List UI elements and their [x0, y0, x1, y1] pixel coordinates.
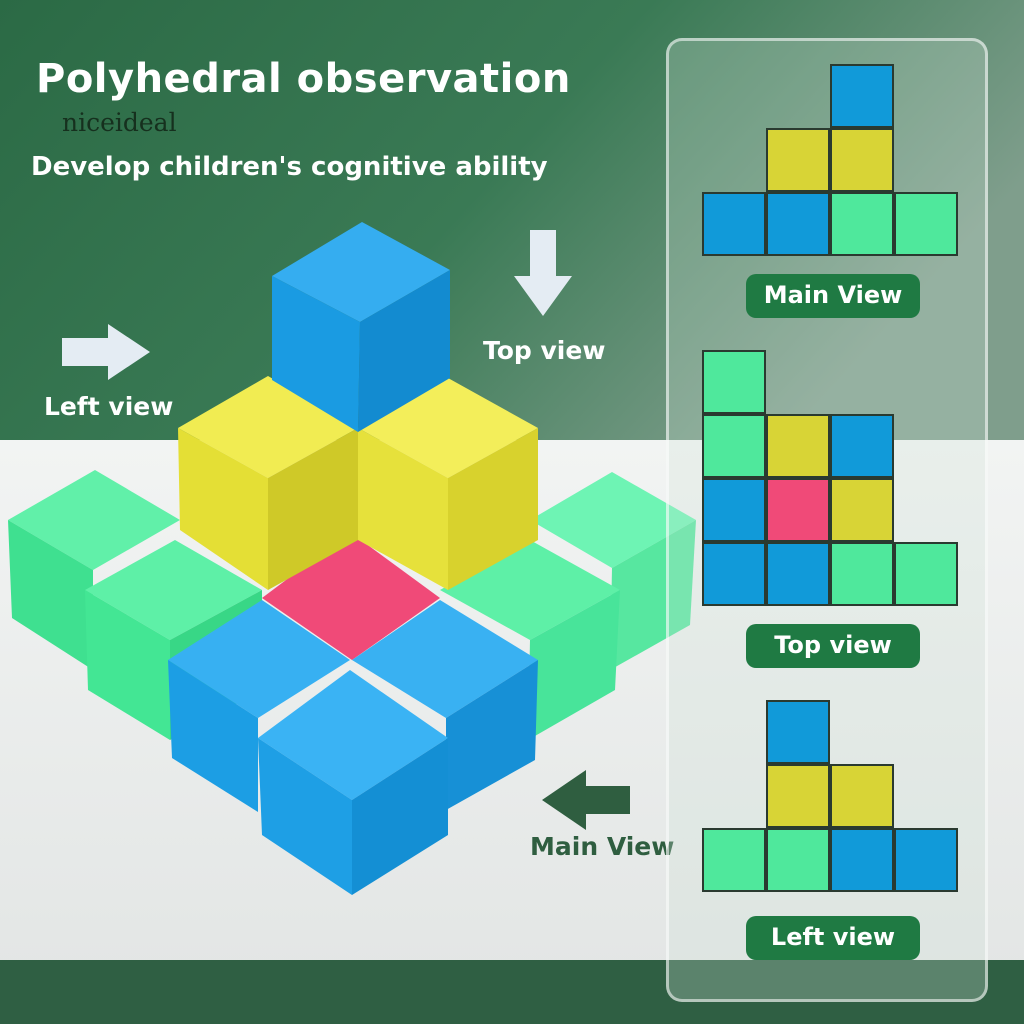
grid-cell: [702, 478, 766, 542]
left-view-badge: Left view: [746, 916, 920, 960]
left-view-label: Left view: [44, 392, 174, 421]
grid-cell: [830, 64, 894, 128]
top-view-label: Top view: [483, 336, 606, 365]
grid-cell: [702, 192, 766, 256]
main-view-badge: Main View: [746, 274, 920, 318]
grid-cell: [830, 828, 894, 892]
grid-cell: [830, 414, 894, 478]
grid-cell: [894, 542, 958, 606]
grid-cell: [830, 192, 894, 256]
grid-cell: [766, 478, 830, 542]
green-cube-left-back: [8, 470, 180, 670]
blue-cube-right: [352, 600, 538, 810]
grid-cell: [830, 542, 894, 606]
main-view-label: Main View: [530, 832, 675, 861]
pink-cube: [262, 532, 440, 660]
grid-cell: [766, 828, 830, 892]
down-arrow-icon: [514, 230, 572, 316]
grid-cell: [830, 764, 894, 828]
left-arrow-icon: [62, 324, 150, 380]
grid-cell: [830, 128, 894, 192]
yellow-cube-right: [358, 378, 538, 590]
grid-cell: [766, 700, 830, 764]
grid-cell: [830, 478, 894, 542]
grid-cell: [766, 542, 830, 606]
brand-name: niceideal: [62, 108, 177, 137]
grid-cell: [766, 764, 830, 828]
green-cube-right-back: [530, 472, 696, 670]
grid-cell: [894, 192, 958, 256]
blue-cube-front: [258, 670, 448, 895]
bottom-strip: [0, 960, 1024, 1024]
grid-cell: [702, 350, 766, 414]
grid-cell: [766, 128, 830, 192]
page-subtitle: Develop children's cognitive ability: [31, 152, 548, 182]
yellow-cube-left: [178, 376, 358, 590]
grid-cell: [766, 414, 830, 478]
grid-cell: [702, 542, 766, 606]
grid-cell: [702, 828, 766, 892]
blue-cube-top: [272, 222, 450, 432]
grid-cell: [766, 192, 830, 256]
blue-cube-left: [168, 600, 350, 812]
grid-cell: [894, 828, 958, 892]
grid-cell: [702, 414, 766, 478]
top-view-badge: Top view: [746, 624, 920, 668]
main-view-arrow-icon: [542, 770, 630, 830]
page-title: Polyhedral observation: [36, 56, 571, 102]
